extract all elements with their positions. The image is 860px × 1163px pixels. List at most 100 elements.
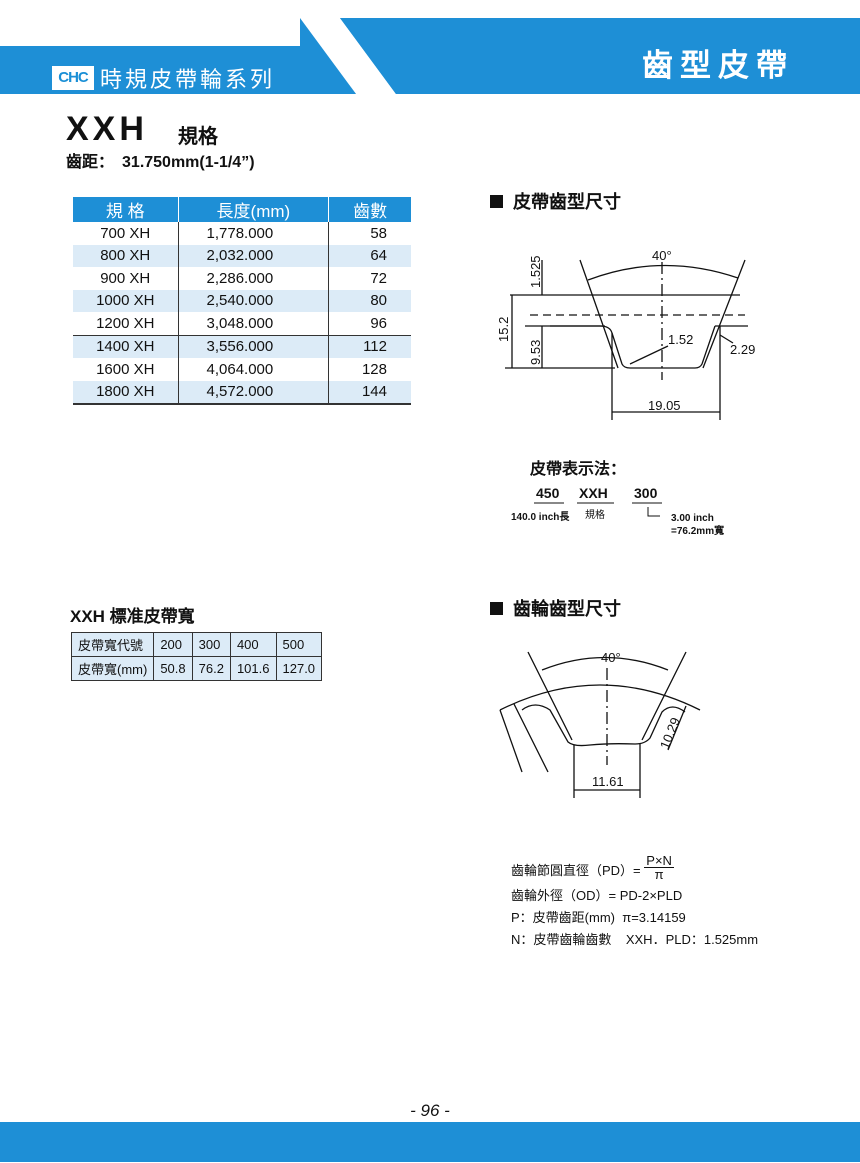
std-width-table: 皮帶寬代號 200 300 400 500 皮帶寬(mm) 50.8 76.2 … <box>70 632 323 681</box>
pulley-profile-heading: 齒輪齒型尺寸 <box>490 595 621 621</box>
formula-pd-numerator: P×N <box>644 853 674 868</box>
belt-tooth-outline <box>550 325 716 369</box>
formula-p-def: P：皮帶齒距(mm) <box>511 910 615 925</box>
std-cell: 400 <box>229 632 277 657</box>
category-title: 齒型皮帶 <box>642 48 794 83</box>
pulley-angle-left <box>527 651 573 741</box>
table-row: 皮帶寬(mm) 50.8 76.2 101.6 127.0 <box>70 656 323 681</box>
pulley-angle-arc <box>541 656 669 671</box>
formula-p-line: P：皮帶齒距(mm) π=3.14159 <box>511 907 758 929</box>
cell-spec: 1800 XH <box>73 380 179 405</box>
brand-logo: CHC <box>52 66 94 90</box>
belt-profile-title: 皮帶齒型尺寸 <box>513 192 621 212</box>
cell-length: 3,048.000 <box>178 312 330 335</box>
notation-spec-code: XXH <box>579 485 608 501</box>
formula-pd-denominator: π <box>654 867 664 882</box>
pulley-depth-label: 10.29 <box>657 715 683 751</box>
std-cell: 50.8 <box>153 656 193 681</box>
pitch-value: 31.750mm(1-1/4”) <box>122 154 255 171</box>
pulley-width-label: 11.61 <box>592 774 624 789</box>
pitch-line: 齒距： 31.750mm(1-1/4”) <box>66 148 255 172</box>
width-arrow <box>647 507 660 517</box>
cell-teeth: 128 <box>361 360 387 378</box>
spec-table-header: 規 格 長度(mm) 齒數 <box>73 197 411 222</box>
std-cell: 76.2 <box>191 656 231 681</box>
cell-spec: 900 XH <box>73 267 179 290</box>
std-cell: 127.0 <box>275 656 323 681</box>
cell-teeth: 72 <box>370 269 387 287</box>
std-cell: 101.6 <box>229 656 277 681</box>
model-name: XXH <box>66 110 148 148</box>
cell-length: 2,540.000 <box>178 289 330 312</box>
cell-spec: 1600 XH <box>73 358 179 381</box>
pulley-outer-arc <box>499 684 701 711</box>
formulas: 齒輪節圓直徑（PD）= P×N π 齒輪外徑（OD）= PD-2×PLD P：皮… <box>511 854 758 951</box>
table-row: 皮帶寬代號 200 300 400 500 <box>70 632 323 657</box>
dim-total-label: 15.2 <box>496 317 511 342</box>
angle-arc <box>587 264 739 281</box>
belt-profile-heading: 皮帶齒型尺寸 <box>490 188 621 214</box>
pulley-angle-label: 40° <box>601 650 621 665</box>
std-row2-label: 皮帶寬(mm) <box>70 656 155 681</box>
std-width-title: XXH 標准皮帶寬 <box>70 607 195 626</box>
cell-teeth: 58 <box>370 224 387 242</box>
dim-radius-label: 1.52 <box>668 332 693 347</box>
cell-length: 3,556.000 <box>178 334 330 358</box>
pulley-left-edge-2 <box>513 703 549 773</box>
formula-pd: 齒輪節圓直徑（PD）= P×N π <box>511 854 758 885</box>
cell-spec: 700 XH <box>73 222 179 245</box>
bullet-square-icon <box>490 601 503 615</box>
cell-length: 2,286.000 <box>178 267 330 290</box>
cell-length: 4,572.000 <box>178 380 330 405</box>
cell-spec: 1200 XH <box>73 312 179 335</box>
cell-length: 2,032.000 <box>178 244 330 267</box>
formula-pd-fraction: P×N π <box>644 854 674 881</box>
pulley-depth-line <box>667 705 687 751</box>
cell-spec: 1000 XH <box>73 289 179 312</box>
notation-title: 皮帶表示法： <box>530 461 627 478</box>
footer-band <box>0 1122 860 1162</box>
cell-length: 4,064.000 <box>178 358 330 381</box>
std-cell: 500 <box>275 632 323 657</box>
cell-teeth: 112 <box>328 334 411 358</box>
pulley-profile-diagram: 40° 10.29 11.61 <box>499 650 701 798</box>
model-subtitle: 規格 <box>178 126 218 148</box>
formula-n-def: N：皮帶齒輪齒數 <box>511 932 612 947</box>
header-spec: 規 格 <box>73 197 179 222</box>
dim-side-label: 2.29 <box>730 342 755 357</box>
header-length: 長度(mm) <box>178 197 330 222</box>
radius-leader <box>629 345 669 365</box>
notation-spec-note: 規格 <box>585 508 605 521</box>
dim-top-label: 1.525 <box>528 255 543 288</box>
belt-profile-diagram: 40° 1.525 15.2 9.53 1.52 2.29 19.05 <box>496 248 755 420</box>
notation-length-note: 140.0 inch長 <box>511 511 570 523</box>
cell-teeth: 144 <box>328 380 411 405</box>
brand: CHC 時規皮帶輪系列 <box>52 62 275 94</box>
pulley-profile-title: 齒輪齒型尺寸 <box>513 599 621 619</box>
series-title: 時規皮帶輪系列 <box>100 67 276 92</box>
formula-pi: π=3.14159 <box>622 910 686 925</box>
formula-n-line: N：皮帶齒輪齒數 XXH．PLD：1.525mm <box>511 929 758 951</box>
cell-teeth: 80 <box>328 289 411 312</box>
pitch-label: 齒距： <box>66 154 115 171</box>
notation-width-code: 300 <box>634 485 658 501</box>
dim-width-label: 19.05 <box>648 398 681 413</box>
cell-spec: 1400 XH <box>73 334 179 358</box>
notation-width-note-2: =76.2mm寬 <box>671 524 724 537</box>
side-leader <box>719 334 734 344</box>
belt-angle-label: 40° <box>652 248 672 263</box>
pulley-left-edge-1 <box>499 709 523 773</box>
header-teeth: 齒數 <box>328 197 411 222</box>
notation-length-code: 450 <box>536 485 560 501</box>
page-number: - 96 - <box>410 1101 450 1120</box>
formula-pld: XXH．PLD：1.525mm <box>625 932 759 947</box>
